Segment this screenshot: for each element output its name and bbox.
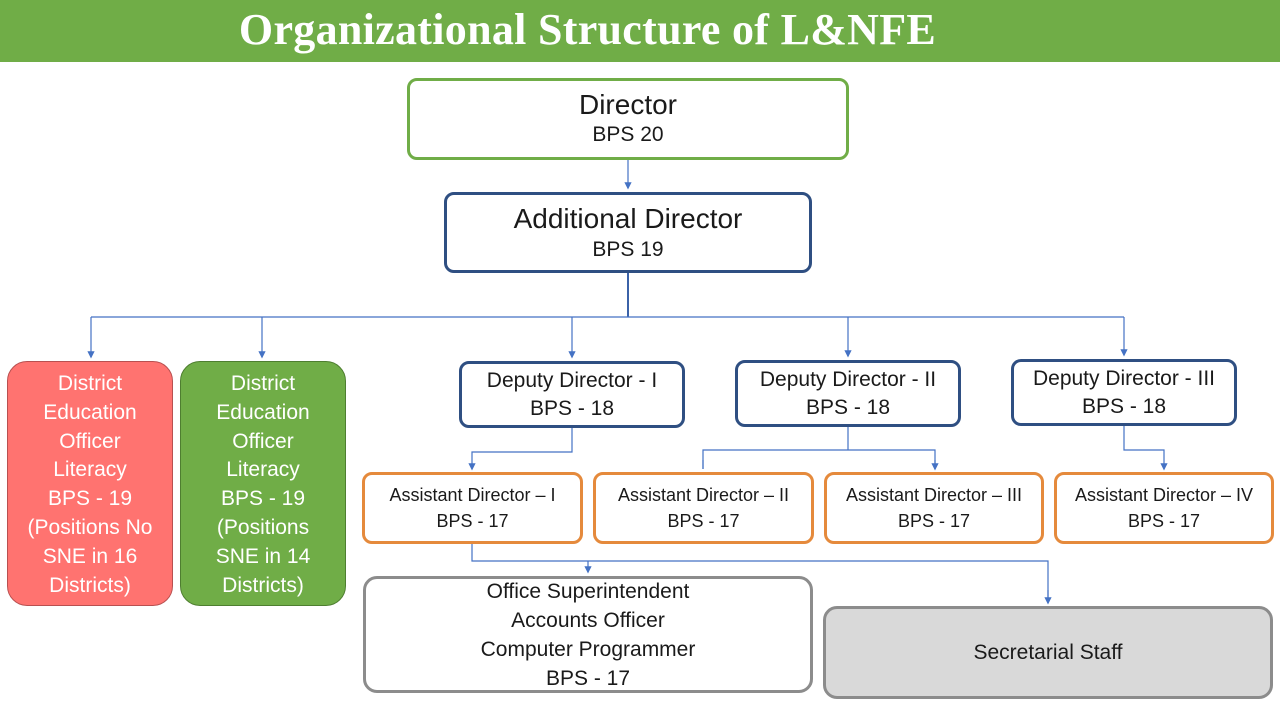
deo-2-line: SNE in 14 (215, 544, 311, 568)
deo-2-line: (Positions (216, 515, 310, 539)
deo-2-line: District (230, 372, 296, 395)
deo-2-line: Education (216, 400, 310, 424)
additional-director-title: Additional Director (513, 202, 743, 234)
assistant-director-1-title: Assistant Director – I (389, 485, 556, 505)
director-grade: BPS 20 (592, 123, 664, 146)
assistant-director-1-box: Assistant Director – I BPS - 17 (362, 472, 583, 544)
deo-1-line: Officer (59, 429, 121, 453)
director-title: Director (578, 89, 677, 120)
secretarial-staff-box: Secretarial Staff (823, 606, 1273, 699)
page-title: Organizational Structure of L&NFE (238, 5, 937, 54)
assistant-director-4-box: Assistant Director – IV BPS - 17 (1054, 472, 1274, 544)
title-banner: Organizational Structure of L&NFE (0, 0, 1280, 62)
assistant-director-3-box: Assistant Director – III BPS - 17 (824, 472, 1044, 544)
deputy-director-2-title: Deputy Director - II (759, 367, 937, 391)
deo-literacy-no-sne-box: District Education Officer Literacy BPS … (7, 361, 173, 606)
deputy-director-3-title: Deputy Director - III (1032, 366, 1216, 390)
additional-director-box: Additional Director BPS 19 (444, 192, 812, 273)
deo-literacy-sne-box: District Education Officer Literacy BPS … (180, 361, 346, 606)
office-staff-box: Office Superintendent Accounts Officer C… (363, 576, 813, 693)
deputy-director-3-grade: BPS - 18 (1081, 394, 1167, 418)
deo-1-line: (Positions No (27, 515, 153, 539)
deputy-director-2-box: Deputy Director - II BPS - 18 (735, 360, 961, 427)
deputy-director-3-box: Deputy Director - III BPS - 18 (1011, 359, 1237, 426)
deo-1-line: BPS - 19 (47, 487, 133, 511)
secretarial-staff-label: Secretarial Staff (973, 640, 1123, 664)
deo-1-line: Districts) (49, 573, 131, 597)
assistant-director-3-grade: BPS - 17 (897, 511, 971, 531)
assistant-director-3-title: Assistant Director – III (845, 485, 1023, 505)
connector-deputy-2-bar (702, 427, 936, 469)
assistant-director-4-grade: BPS - 17 (1127, 511, 1201, 531)
deputy-director-1-box: Deputy Director - I BPS - 18 (459, 361, 685, 428)
deo-1-line: SNE in 16 (42, 544, 138, 568)
deputy-director-1-grade: BPS - 18 (529, 396, 615, 420)
assistant-director-2-box: Assistant Director – II BPS - 17 (593, 472, 814, 544)
deo-1-line: District (57, 372, 123, 395)
deo-2-line: Districts) (222, 573, 304, 597)
deo-2-line: Officer (232, 429, 294, 453)
deputy-director-2-grade: BPS - 18 (805, 395, 891, 419)
office-superintendent-label: Office Superintendent (486, 579, 690, 603)
connector-deputy-3-to-assistant-4 (1123, 426, 1168, 471)
assistant-director-1-grade: BPS - 17 (436, 511, 509, 531)
director-box: Director BPS 20 (407, 78, 849, 160)
connector-assistant-1-to-staff (471, 544, 1049, 602)
additional-director-grade: BPS 19 (592, 237, 664, 261)
deo-2-line: BPS - 19 (220, 487, 306, 511)
deo-2-line: Literacy (226, 458, 300, 482)
assistant-director-4-title: Assistant Director – IV (1074, 485, 1254, 505)
deo-1-line: Education (43, 400, 137, 424)
computer-programmer-label: Computer Programmer (480, 637, 696, 661)
assistant-director-2-title: Assistant Director – II (617, 485, 790, 505)
assistant-director-2-grade: BPS - 17 (667, 511, 740, 531)
accounts-officer-label: Accounts Officer (511, 608, 665, 632)
deo-1-line: Literacy (53, 458, 127, 482)
office-staff-grade: BPS - 17 (545, 666, 631, 690)
connector-deputy-1-to-assistant-1 (468, 428, 573, 471)
deputy-director-1-title: Deputy Director - I (486, 368, 658, 392)
connector-deputy-2-arrows (702, 460, 935, 469)
